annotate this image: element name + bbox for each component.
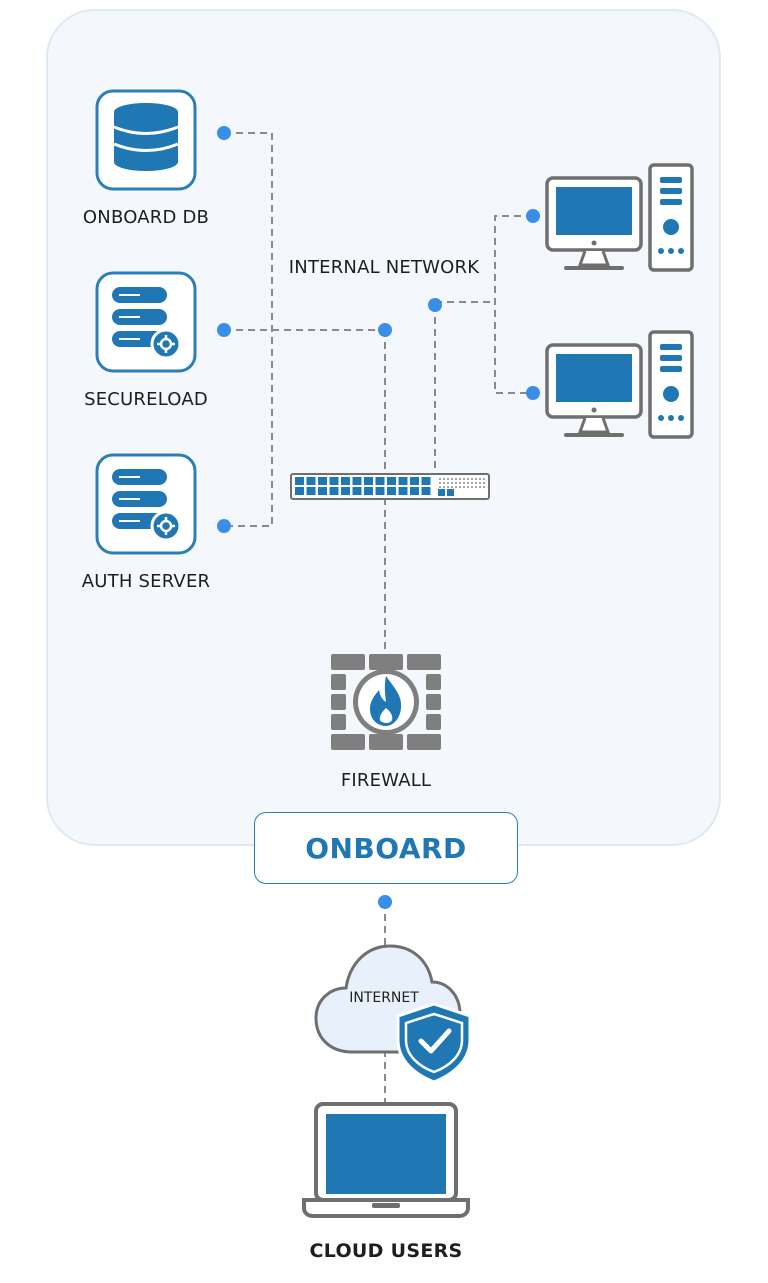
switch-port (387, 477, 396, 485)
switch-port (421, 477, 431, 485)
switch-led (475, 482, 477, 484)
switch-port (364, 477, 373, 485)
switch-port (318, 487, 327, 495)
switch-port (318, 477, 327, 485)
switch-led (447, 482, 449, 484)
firewall-icon (331, 654, 441, 750)
switch-led (483, 482, 485, 484)
switch-led (439, 482, 441, 484)
switch-port (306, 487, 316, 495)
onboard-db-label: ONBOARD DB (82, 207, 210, 228)
switch-port (421, 487, 431, 495)
internet-label: INTERNET (349, 990, 419, 1006)
switch-led (467, 486, 469, 488)
dot-desktop-1 (526, 209, 540, 223)
switch-port (398, 487, 408, 495)
switch-led (463, 482, 465, 484)
auth-server-label: AUTH SERVER (81, 571, 211, 592)
switch-led (483, 486, 485, 488)
switch-port (341, 487, 350, 495)
switch-led (467, 478, 469, 480)
switch-led (479, 486, 481, 488)
switch-uplink-port (447, 489, 454, 496)
switch-led (475, 486, 477, 488)
dot-center (378, 323, 392, 337)
switch-led (459, 486, 461, 488)
switch-port (364, 487, 373, 495)
dot-secureload (217, 323, 231, 337)
onboard-badge-label: ONBOARD (305, 831, 467, 865)
switch-led (463, 478, 465, 480)
switch-led (447, 486, 449, 488)
switch-led (443, 482, 445, 484)
server-gear-icon (95, 453, 197, 555)
onboard-badge: ONBOARD (254, 812, 518, 884)
switch-led (471, 478, 473, 480)
switch-led (471, 486, 473, 488)
desktop-computer-icon (545, 163, 694, 272)
switch-port (375, 477, 385, 485)
dot-desktop-2 (526, 386, 540, 400)
switch-led (459, 482, 461, 484)
switch-led (451, 478, 453, 480)
node-dots (217, 126, 540, 909)
dot-db (217, 126, 231, 140)
switch-port (295, 487, 304, 495)
firewall-label: FIREWALL (340, 770, 432, 791)
switch-port (341, 477, 350, 485)
server-gear-icon (95, 271, 197, 373)
shield-check-icon (396, 1002, 472, 1084)
switch-port (306, 477, 316, 485)
switch-port (329, 487, 339, 495)
switch-led (463, 486, 465, 488)
switch-led (467, 482, 469, 484)
switch-led (479, 478, 481, 480)
switch-led (479, 482, 481, 484)
switch-led (475, 478, 477, 480)
dot-switch (428, 298, 442, 312)
switch-port (375, 487, 385, 495)
switch-led (447, 478, 449, 480)
switch-led (471, 482, 473, 484)
database-icon (95, 89, 197, 191)
switch-port (352, 477, 362, 485)
switch-led (483, 478, 485, 480)
switch-port (329, 477, 339, 485)
switch-led (443, 478, 445, 480)
switch-port (410, 487, 419, 495)
secureload-label: SECURELOAD (84, 389, 208, 410)
switch-led (459, 478, 461, 480)
internal-network-label: INTERNAL NETWORK (288, 257, 480, 278)
switch-port (295, 477, 304, 485)
switch-led (439, 486, 441, 488)
dot-auth (217, 519, 231, 533)
connector-lines (224, 132, 533, 1102)
switch-led (455, 482, 457, 484)
switch-led (451, 486, 453, 488)
cloud-users-label: CLOUD USERS (309, 1240, 463, 1262)
switch-port (352, 487, 362, 495)
switch-led (455, 478, 457, 480)
laptop-icon (302, 1102, 470, 1218)
switch-port (410, 477, 419, 485)
desktop-computer-icon (545, 330, 694, 439)
switch-led (439, 478, 441, 480)
dot-onboard (378, 895, 392, 909)
desktop-branch (494, 215, 533, 394)
switch-led (451, 482, 453, 484)
network-switch-icon (290, 473, 490, 500)
switch-uplink-port (438, 489, 445, 496)
switch-led (443, 486, 445, 488)
switch-port (387, 487, 396, 495)
switch-port (398, 477, 408, 485)
switch-led (455, 486, 457, 488)
